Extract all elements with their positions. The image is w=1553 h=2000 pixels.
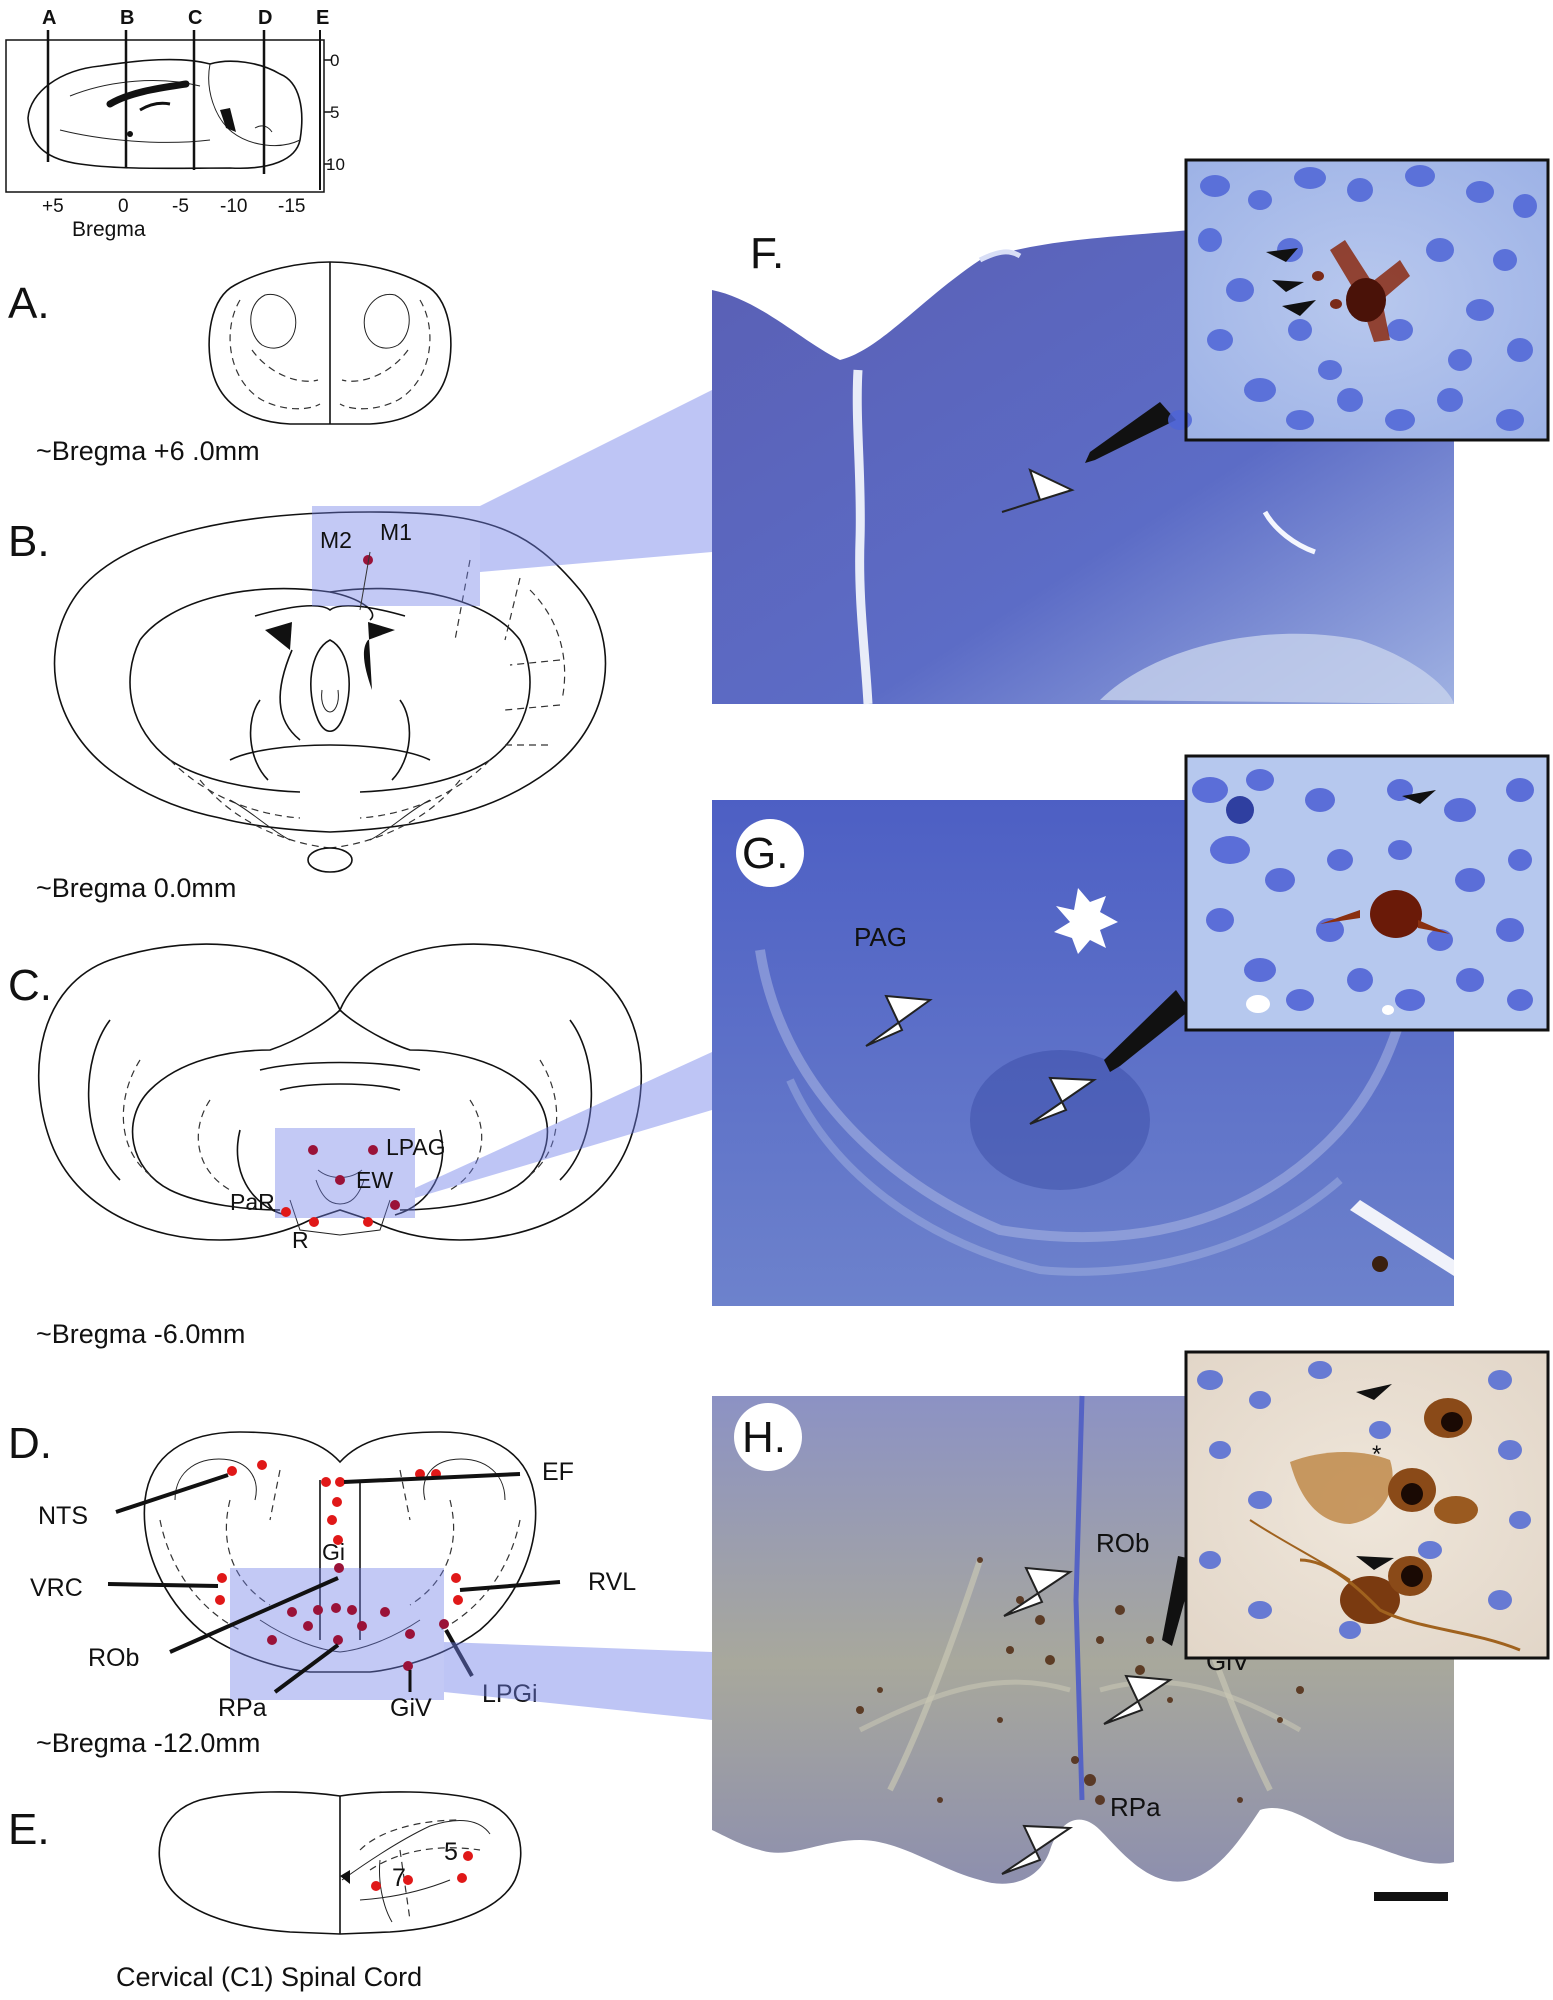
panel-c-label-par: PaR <box>230 1189 275 1215</box>
micrograph-h-inset: * <box>1184 1350 1550 1660</box>
panel-d-letter: D. <box>8 1419 52 1468</box>
bregma-tick-minus5: -5 <box>172 196 189 217</box>
top-tick-a: A <box>42 7 56 29</box>
panel-d-label-ef: EF <box>542 1458 574 1486</box>
projection-beam-b-to-f <box>480 390 712 572</box>
depth-tick-10: 10 <box>326 155 345 174</box>
panel-c-letter: C. <box>8 961 52 1010</box>
panel-d-caption: ~Bregma -12.0mm <box>36 1728 260 1758</box>
depth-tick-0: 0 <box>330 51 339 70</box>
panel-b-highlight <box>312 506 480 606</box>
micrograph-h-label-rob: ROb <box>1096 1528 1149 1558</box>
projection-beam-c-to-g <box>415 1052 712 1198</box>
bregma-axis-label: Bregma <box>72 218 146 241</box>
svg-text:*: * <box>1372 1441 1381 1468</box>
bregma-tick-minus10: -10 <box>220 196 247 217</box>
micrograph-h-arrowhead-rpa <box>1001 1824 1074 1875</box>
micrograph-g-letter: G. <box>742 829 788 878</box>
panel-d-label-rvl: RVL <box>588 1568 636 1596</box>
depth-tick-5: 5 <box>330 103 339 122</box>
micrograph-h-letter: H. <box>742 1413 786 1462</box>
scale-bar <box>1374 1892 1448 1901</box>
panel-e-label-5: 5 <box>444 1838 458 1866</box>
micrograph-g-arrowhead-1 <box>865 994 933 1047</box>
bregma-tick-0: 0 <box>118 196 129 217</box>
bregma-tick-plus5: +5 <box>42 196 64 217</box>
micrograph-f-letter: F. <box>750 229 784 278</box>
panel-b: B. M2 M1 ~Bre <box>8 506 607 903</box>
micrograph-g-arrowhead-2 <box>1029 1076 1098 1125</box>
panel-e: E. 5 7 Cervical (C1) Spinal Cord <box>8 1791 522 1992</box>
top-tick-c: C <box>188 7 202 29</box>
micrograph-h-arrowhead-giv <box>1103 1674 1173 1725</box>
top-tick-b: B <box>120 7 134 29</box>
panel-e-caption: Cervical (C1) Spinal Cord <box>116 1962 422 1992</box>
micrograph-f-inset <box>1168 158 1550 442</box>
bregma-tick-minus15: -15 <box>278 196 305 217</box>
panel-d: D. <box>8 1419 636 1758</box>
panel-c: C. LPAG EW PaR R ~Bregma -6.0mm <box>8 943 643 1349</box>
micrograph-f-arrowhead <box>1001 468 1075 513</box>
panel-d-label-gi: Gi <box>322 1539 345 1565</box>
panel-c-label-lpag: LPAG <box>386 1134 446 1160</box>
panel-b-letter: B. <box>8 517 50 566</box>
panel-b-label-m2: M2 <box>320 527 352 553</box>
panel-c-label-ew: EW <box>356 1167 393 1193</box>
micrograph-h-label-rpa: RPa <box>1110 1792 1161 1822</box>
projection-beam-d-to-h <box>444 1642 712 1720</box>
panel-c-caption: ~Bregma -6.0mm <box>36 1319 245 1349</box>
panel-d-label-vrc: VRC <box>30 1574 83 1602</box>
panel-a: A. ~Bregma +6 .0mm <box>8 261 452 466</box>
panel-c-label-r: R <box>292 1227 309 1253</box>
top-tick-e: E <box>316 7 329 29</box>
panel-b-label-m1: M1 <box>380 519 412 545</box>
micrograph-g-label-pag: PAG <box>854 922 907 952</box>
panel-d-label-rob: ROb <box>88 1644 139 1672</box>
panel-e-letter: E. <box>8 1805 50 1854</box>
panel-a-letter: A. <box>8 279 50 328</box>
panel-d-label-lpgi: LPGi <box>482 1680 538 1708</box>
micrograph-h-arrowhead-rob <box>1003 1566 1073 1617</box>
panel-b-caption: ~Bregma 0.0mm <box>36 873 236 903</box>
panel-d-label-rpa: RPa <box>218 1694 267 1722</box>
panel-a-caption: ~Bregma +6 .0mm <box>36 436 260 466</box>
top-tick-d: D <box>258 7 272 29</box>
micrograph-g-inset <box>1184 754 1550 1032</box>
sagittal-overview: A B C D E 0 5 10 +5 0 -5 -10 -15 Bregma <box>5 7 345 241</box>
panel-d-label-nts: NTS <box>38 1502 88 1530</box>
panel-e-label-7: 7 <box>392 1864 406 1892</box>
panel-d-label-giv: GiV <box>390 1694 432 1722</box>
